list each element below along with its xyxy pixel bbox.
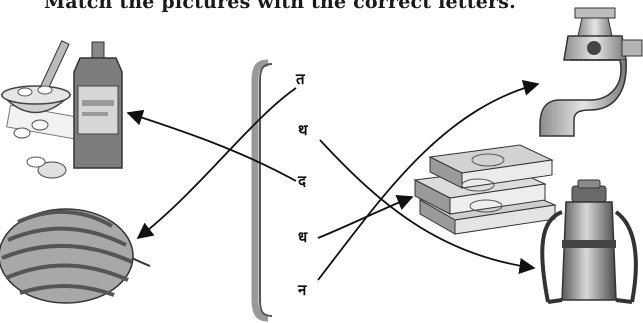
arrow-tha-to-flask [319, 139, 536, 275]
medicine-picture [0, 40, 123, 179]
letter-da: द [298, 172, 306, 190]
watermelon-picture [0, 208, 151, 304]
arrow-dha-to-money [317, 194, 414, 239]
tap-picture [539, 7, 643, 137]
arrow-ta-to-watermelon [136, 87, 297, 239]
letter-na: न [298, 281, 307, 299]
arrow-na-to-tap [317, 79, 540, 281]
arrow-da-to-medicine [126, 109, 297, 182]
letter-dha: ध [298, 228, 308, 246]
flask-picture [540, 179, 638, 304]
letter-ta: त [296, 70, 305, 88]
letter-tha: थ [298, 121, 308, 139]
money-picture [413, 144, 557, 235]
letter-column-bracket [251, 59, 269, 322]
exercise-heading: Match the pictures with the correct lett… [44, 0, 516, 13]
